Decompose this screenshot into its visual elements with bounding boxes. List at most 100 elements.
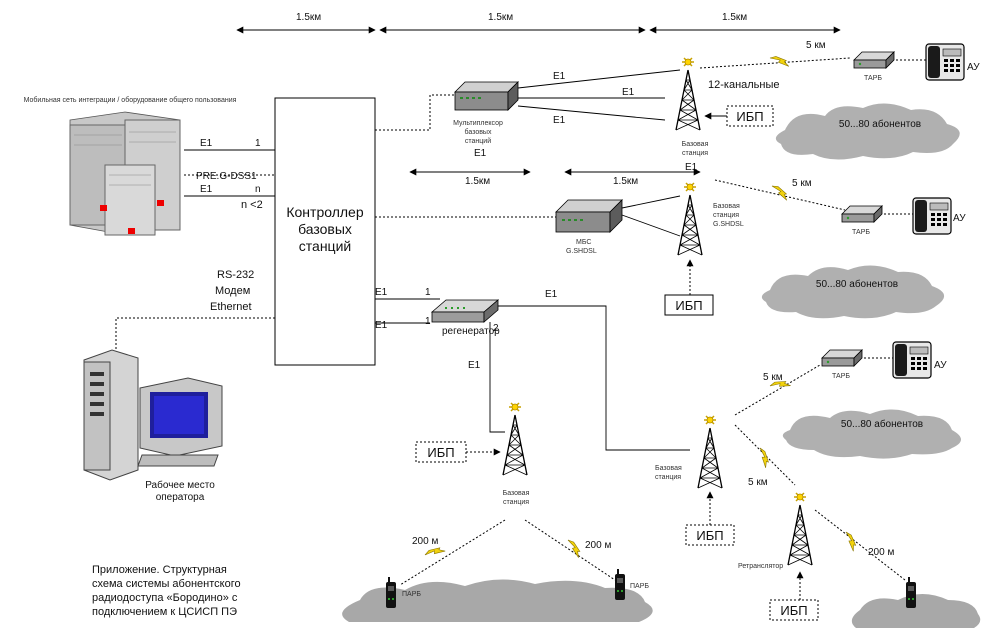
mux-label-4: E1	[474, 148, 487, 159]
tarb-mid	[841, 205, 883, 223]
mbs-device	[555, 199, 623, 233]
regen-links	[375, 298, 440, 324]
caption-line-4: подключением к ЦСИСП ПЭ	[92, 606, 237, 618]
radio-repeater-dist: 200 м	[868, 547, 894, 558]
mux-label-2: базовых	[465, 128, 492, 136]
bs-low-right-tower	[697, 415, 723, 489]
distance-label-3: 1.5км	[722, 12, 747, 23]
multiplexer	[454, 81, 519, 111]
mux-e1-c: E1	[553, 115, 566, 126]
exchange-links	[184, 149, 275, 197]
parb-1-label: ПАРБ	[402, 591, 421, 598]
exchange-servers	[69, 111, 181, 236]
link-mux	[375, 94, 455, 131]
radio-repeater	[814, 509, 906, 581]
mbs-label-1: МБС	[576, 239, 591, 246]
subscriber-cloud-2	[761, 265, 945, 319]
bs-top-label-2: станция	[682, 150, 708, 157]
bs-mid-label-2: станция	[713, 212, 739, 219]
mux-label-1: Мультиплексор	[453, 120, 503, 127]
subscriber-cloud-repeater	[851, 594, 981, 628]
regen-e1-right: E1	[545, 289, 558, 300]
tarb-bottom-label: ТАРБ	[832, 373, 850, 380]
controller-label-2: базовых	[298, 221, 352, 237]
tarb-top	[853, 51, 895, 69]
port-n: n	[255, 184, 261, 195]
bs-top-label-1: Базовая	[682, 141, 709, 148]
radio-top-dist: 5 км	[806, 40, 826, 51]
mux-label-3: станций	[465, 137, 491, 145]
distance-label-2: 1.5км	[488, 12, 513, 23]
ups-mid	[664, 294, 714, 316]
regen-e1-b: E1	[375, 320, 388, 331]
bs-top-tower	[675, 57, 701, 131]
subscriber-cloud-bottom	[342, 579, 653, 622]
regen-e1-a: E1	[375, 287, 388, 298]
controller-label-3: станций	[299, 238, 351, 254]
bs-low-left-tower	[502, 402, 528, 476]
phone-top	[925, 43, 965, 81]
phone-mid	[912, 197, 952, 235]
parb-2-label: ПАРБ	[630, 583, 649, 590]
au-bottom-label: АУ	[934, 360, 947, 371]
rs232-label: RS-232	[217, 269, 254, 281]
operator-label-2: оператора	[156, 492, 205, 503]
radio-low-left-dist-1: 200 м	[412, 536, 438, 547]
phone-bottom	[892, 341, 932, 379]
subscriber-cloud-3	[782, 409, 961, 459]
ethernet-label: Ethernet	[210, 301, 252, 313]
exchange-label: Мобильная сеть интеграции / оборудование…	[24, 96, 237, 104]
ups-top-label: ИБП	[736, 109, 763, 124]
handset-2	[615, 569, 625, 600]
ups-repeater-label: ИБП	[780, 603, 807, 618]
mux-tower-links	[517, 69, 681, 121]
regenerator	[430, 299, 500, 323]
bs-low-left-label-1: Базовая	[503, 490, 530, 497]
regen-e1-down: E1	[468, 360, 481, 371]
ups-repeater	[769, 599, 819, 621]
controller-box	[274, 97, 376, 366]
cloud-2-label: 50...80 абонентов	[816, 278, 898, 290]
ups-mid-label: ИБП	[675, 298, 702, 313]
tarb-mid-label: ТАРБ	[852, 229, 870, 236]
au-mid-label: АУ	[953, 213, 966, 224]
cloud-1-label: 50...80 абонентов	[839, 118, 921, 130]
regen-label: регенератор	[442, 326, 500, 337]
bs-low-right-label-1: Базовая	[655, 465, 682, 472]
ups-low-right	[685, 524, 735, 546]
n-max-label: n <2	[241, 199, 263, 211]
tarb-bottom	[821, 349, 863, 367]
ups-low-right-label: ИБП	[696, 528, 723, 543]
modem-label: Модем	[215, 285, 250, 297]
bs-mid-label-1: Базовая	[713, 203, 740, 210]
regen-port-1b: 1	[425, 316, 431, 327]
mid-dist-1: 1.5км	[465, 176, 490, 187]
radio-low-left-dist-2: 200 м	[585, 540, 611, 551]
caption: Приложение. Структурная схема системы аб…	[92, 564, 241, 618]
port-1-upper: 1	[255, 138, 261, 149]
radio-low-right-dist-1: 5 км	[763, 372, 783, 383]
caption-line-3: радиодоступа «Бородино» с	[92, 592, 238, 604]
repeater-tower	[787, 492, 813, 566]
operator-label-1: Рабочее место	[145, 479, 215, 491]
caption-line-1: Приложение. Структурная	[92, 564, 227, 576]
channels-12: 12-канальные	[708, 79, 780, 91]
au-top-label: АУ	[967, 62, 980, 73]
mbs-tower-links	[621, 195, 681, 237]
caption-line-2: схема системы абонентского	[92, 578, 241, 590]
repeater-label: Ретранслятор	[738, 563, 783, 570]
bs-low-right-label-2: станция	[655, 474, 681, 481]
mbs-label-2: G.SHDSL	[566, 248, 597, 255]
regen-down-link	[489, 322, 505, 433]
link-sdsl: PRE.G-DSS1	[196, 171, 257, 182]
radio-low-right-up	[734, 364, 821, 416]
subscriber-cloud-1	[775, 103, 960, 160]
distance-mid: 1.5км 1.5км	[409, 168, 701, 187]
handset-3	[906, 577, 916, 608]
bs-mid-tower	[677, 182, 703, 256]
link-e1-upper: E1	[200, 138, 213, 149]
radio-low-left	[399, 519, 616, 586]
ups-low-left-label: ИБП	[427, 445, 454, 460]
regen-port-2: 2	[493, 323, 499, 334]
